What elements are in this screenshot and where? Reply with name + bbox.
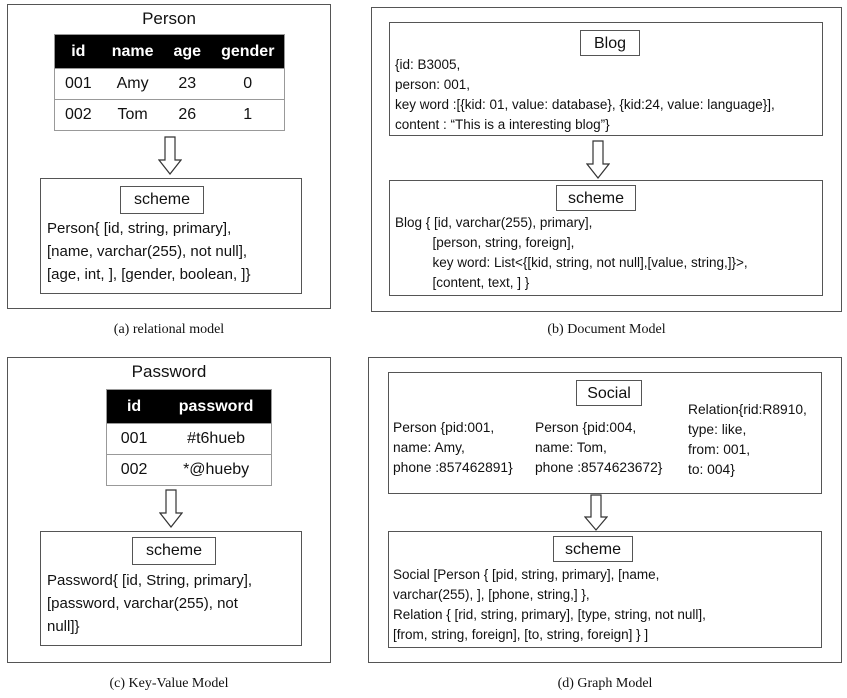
node-line: name: Amy, bbox=[393, 440, 465, 455]
doc-line: content : “This is a interesting blog”} bbox=[395, 117, 610, 132]
keyvalue-title: Password bbox=[131, 362, 207, 381]
scheme-line: [password, varchar(255), not bbox=[47, 595, 238, 612]
document-box bbox=[389, 22, 823, 136]
node-line: phone :8574623672} bbox=[535, 460, 663, 475]
scheme-line: [age, int, ], [gender, boolean, ]} bbox=[47, 266, 251, 283]
document-panel bbox=[371, 7, 842, 312]
graph-scheme-box bbox=[388, 531, 822, 648]
table-row: 001 Amy 23 0 bbox=[54, 68, 285, 100]
column-header: id bbox=[54, 34, 102, 69]
table-cell: 001 bbox=[54, 68, 102, 100]
graph-panel bbox=[368, 357, 842, 663]
table-cell: 002 bbox=[54, 99, 102, 131]
caption: (d) Graph Model bbox=[557, 676, 653, 691]
scheme-line: varchar(255), ], [phone, string,] }, bbox=[393, 587, 590, 602]
table-header-row: id name age gender bbox=[54, 34, 285, 69]
scheme-label: scheme bbox=[556, 185, 636, 211]
node-line: name: Tom, bbox=[535, 440, 607, 455]
scheme-line: Social [Person { [pid, string, primary],… bbox=[393, 567, 660, 582]
social-label: Social bbox=[576, 380, 642, 406]
table-cell: #t6hueb bbox=[161, 423, 272, 455]
scheme-line: Blog { [id, varchar(255), primary], bbox=[395, 215, 593, 230]
column-header: id bbox=[106, 389, 162, 424]
caption: (b) Document Model bbox=[547, 322, 666, 337]
blog-label: Blog bbox=[580, 30, 640, 56]
scheme-label: scheme bbox=[132, 537, 216, 565]
relational-panel bbox=[7, 4, 331, 309]
scheme-label: scheme bbox=[120, 186, 204, 214]
node-line: Person {pid:004, bbox=[535, 420, 637, 435]
relational-scheme-box bbox=[40, 178, 302, 294]
column-header: password bbox=[161, 389, 272, 424]
scheme-line: Password{ [id, String, primary], bbox=[47, 572, 253, 589]
relational-title: Person bbox=[142, 9, 196, 28]
relation-line: type: like, bbox=[688, 422, 747, 437]
person-table: id name age gender 001 Amy 23 0 002 Tom … bbox=[54, 34, 286, 131]
table-header-row: id password bbox=[106, 389, 272, 424]
table-cell: Amy bbox=[101, 68, 164, 100]
keyvalue-scheme-box bbox=[40, 531, 302, 646]
graph-box bbox=[388, 372, 822, 494]
table-row: 002 *@hueby bbox=[106, 454, 272, 486]
node-line: phone :857462891} bbox=[393, 460, 513, 475]
relation-line: Relation{rid:R8910, bbox=[688, 402, 807, 417]
table-cell: Tom bbox=[101, 99, 164, 131]
column-header: gender bbox=[211, 34, 285, 69]
doc-line: key word :[{kid: 01, value: database}, {… bbox=[395, 97, 775, 112]
column-header: name bbox=[101, 34, 164, 69]
scheme-line: [content, text, ] } bbox=[395, 275, 530, 290]
scheme-line: key word: List<{[kid, string, not null],… bbox=[395, 255, 748, 270]
table-cell: 26 bbox=[163, 99, 212, 131]
table-row: 001 #t6hueb bbox=[106, 423, 272, 455]
scheme-line: [name, varchar(255), not null], bbox=[47, 243, 248, 260]
down-arrow-icon bbox=[158, 136, 182, 175]
scheme-line: Person{ [id, string, primary], bbox=[47, 220, 232, 237]
table-cell: 002 bbox=[106, 454, 162, 486]
scheme-line: Relation { [rid, string, primary], [type… bbox=[393, 607, 706, 622]
down-arrow-icon bbox=[586, 140, 610, 179]
relation-line: to: 004} bbox=[688, 462, 735, 477]
node-line: Person {pid:001, bbox=[393, 420, 495, 435]
keyvalue-panel bbox=[7, 357, 331, 663]
scheme-line: null]} bbox=[47, 618, 80, 635]
document-scheme-box bbox=[389, 180, 823, 296]
table-row: 002 Tom 26 1 bbox=[54, 99, 285, 131]
doc-line: person: 001, bbox=[395, 77, 471, 92]
scheme-label: scheme bbox=[553, 536, 633, 562]
table-cell: 001 bbox=[106, 423, 162, 455]
table-cell: 0 bbox=[211, 68, 285, 100]
down-arrow-icon bbox=[159, 489, 183, 528]
table-cell: 23 bbox=[163, 68, 212, 100]
table-cell: *@hueby bbox=[161, 454, 272, 486]
scheme-line: [from, string, foreign], [to, string, fo… bbox=[393, 627, 649, 642]
table-cell: 1 bbox=[211, 99, 285, 131]
relation-line: from: 001, bbox=[688, 442, 751, 457]
scheme-line: [person, string, foreign], bbox=[395, 235, 575, 250]
column-header: age bbox=[163, 34, 212, 69]
down-arrow-icon bbox=[584, 494, 608, 531]
doc-line: {id: B3005, bbox=[395, 57, 461, 72]
password-table: id password 001 #t6hueb 002 *@hueby bbox=[106, 389, 272, 486]
caption: (a) relational model bbox=[113, 322, 225, 337]
caption: (c) Key-Value Model bbox=[109, 676, 229, 691]
